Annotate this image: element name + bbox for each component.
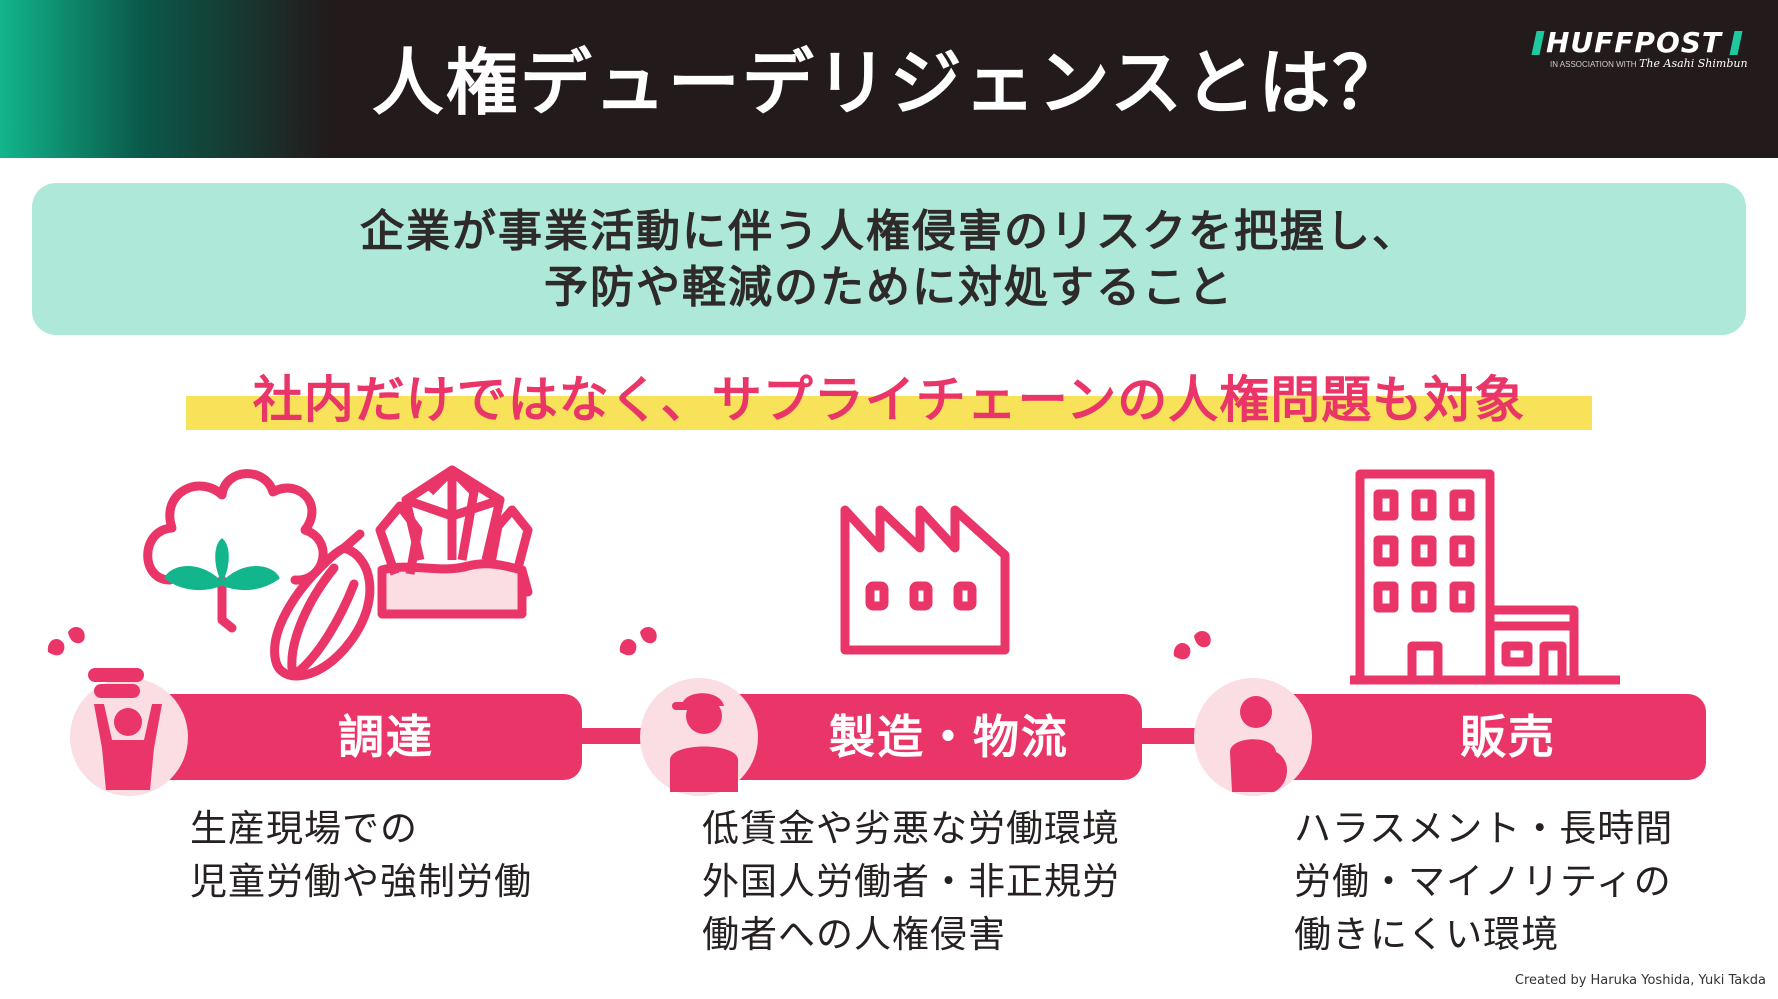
logo-subtitle: IN ASSOCIATION WITH The Asahi Shimbun (1550, 57, 1748, 70)
connector-2-3 (1140, 728, 1200, 744)
cotton-icon (143, 469, 328, 633)
header-bar: 人権デューデリジェンスとは？ HUFFPOST IN ASSOCIATION W… (0, 0, 1778, 158)
page-title: 人権デューデリジェンスとは？ (371, 41, 1407, 125)
stage-desc-manufacturing: 低賃金や劣悪な労働環境 外国人労働者・非正規労 働者への人権侵害 (702, 802, 1120, 961)
highlight-underline (186, 396, 1592, 430)
stage-desc-sales: ハラスメント・長時間 労働・マイノリティの 働きにくい環境 (1294, 802, 1673, 961)
cacao-pod-icon (270, 529, 375, 681)
splash-icon-3 (1173, 630, 1211, 660)
definition-box: 企業が事業活動に伴う人権侵害のリスクを把握し、 予防や軽減のために対処すること (32, 183, 1746, 335)
logo-text: HUFFPOST (1546, 26, 1723, 59)
desc-line: 働者への人権侵害 (702, 913, 1006, 956)
logo-partner: The Asahi Shimbun (1639, 57, 1748, 70)
connector-1-2 (580, 728, 650, 744)
stage-label-manufacturing: 製造・物流 (829, 710, 1069, 764)
desc-line: 労働・マイノリティの (1294, 860, 1672, 903)
definition-line-2: 予防や軽減のために対処すること (544, 262, 1234, 313)
stage-bar-sales (1236, 694, 1706, 780)
huffpost-logo: HUFFPOST IN ASSOCIATION WITH The Asahi S… (1531, 26, 1752, 70)
building-icon (1350, 469, 1620, 685)
desc-line: 児童労働や強制労働 (190, 860, 532, 903)
definition-line-1: 企業が事業活動に伴う人権侵害のリスクを把握し、 (360, 206, 1418, 257)
desc-line: 生産現場での (190, 807, 418, 850)
stage-label-sales: 販売 (1460, 710, 1556, 764)
splash-icon-1 (47, 626, 85, 656)
desc-line: 低賃金や劣悪な労働環境 (702, 807, 1120, 850)
pregnant-person-icon (1230, 696, 1288, 792)
factory-icon (840, 505, 1010, 655)
logo-sub-text: IN ASSOCIATION WITH (1550, 60, 1637, 69)
desc-line: ハラスメント・長時間 (1294, 807, 1674, 850)
desc-line: 働きにくい環境 (1294, 913, 1560, 956)
stage-label-procurement: 調達 (338, 710, 434, 764)
splash-icon-2 (619, 626, 657, 656)
stage-desc-procurement: 生産現場での 児童労働や強制労働 (190, 802, 532, 908)
credit-text: Created by Haruka Yoshida, Yuki Takda (1514, 973, 1766, 988)
stage-bar-procurement (120, 694, 582, 780)
mineral-crystal-icon (375, 465, 533, 619)
worker-with-cap-icon (670, 693, 738, 792)
desc-line: 外国人労働者・非正規労 (702, 860, 1120, 903)
highlight-text: 社内だけではなく、サプライチェーンの人権問題も対象 (252, 371, 1526, 429)
worker-carrying-icon (88, 668, 162, 790)
